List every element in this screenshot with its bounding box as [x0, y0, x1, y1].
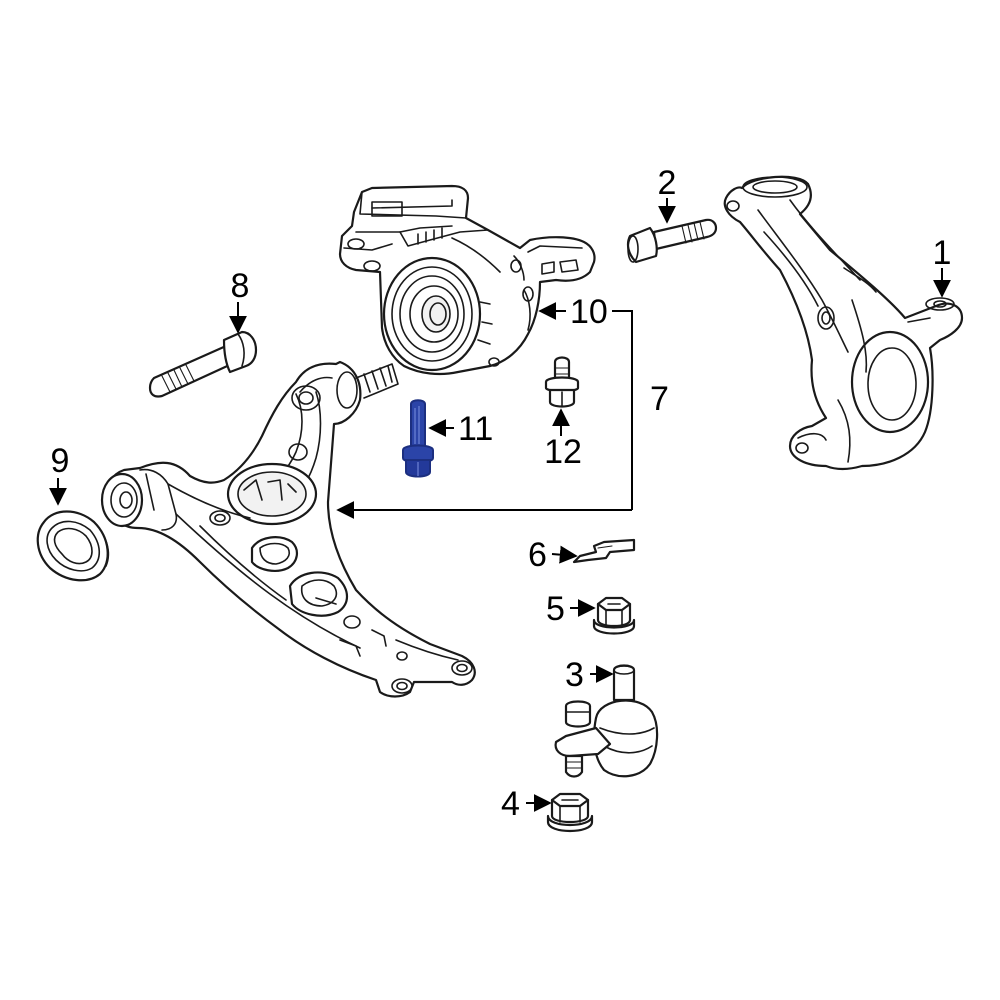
bracket-bolt-highlighted[interactable]: [402, 399, 434, 478]
callout-7[interactable]: 7: [650, 380, 669, 418]
callout-1[interactable]: 1: [933, 234, 952, 272]
callout-4[interactable]: 4: [501, 785, 520, 823]
leader-7-bracket: [612, 310, 633, 510]
callout-9[interactable]: 9: [51, 442, 70, 480]
callout-12[interactable]: 12: [544, 433, 582, 471]
leader-lines: [49, 198, 951, 812]
callout-11[interactable]: 11: [458, 410, 493, 448]
seal-ring[interactable]: [36, 510, 110, 582]
stud-bolt[interactable]: [544, 356, 580, 408]
ball-joint[interactable]: [554, 664, 659, 778]
lower-control-arm[interactable]: [100, 360, 476, 698]
callout-10[interactable]: 10: [570, 293, 608, 331]
callout-labels: 1 2 8 9 10 7 11 12 6 5 3 4: [51, 164, 952, 823]
callout-3[interactable]: 3: [565, 656, 584, 694]
compliance-bushing[interactable]: [338, 184, 596, 376]
knuckle-bolt[interactable]: [626, 218, 718, 264]
flange-nut-upper[interactable]: [592, 596, 636, 635]
leader-6: [551, 545, 578, 564]
callout-8[interactable]: 8: [231, 267, 250, 305]
cotter-pin[interactable]: [572, 538, 636, 564]
steering-knuckle[interactable]: [723, 175, 964, 471]
callout-5[interactable]: 5: [546, 590, 565, 628]
arm-bolt[interactable]: [148, 330, 258, 398]
callout-6[interactable]: 6: [528, 536, 547, 574]
callout-2[interactable]: 2: [658, 164, 677, 202]
flange-nut-lower[interactable]: [546, 792, 594, 832]
